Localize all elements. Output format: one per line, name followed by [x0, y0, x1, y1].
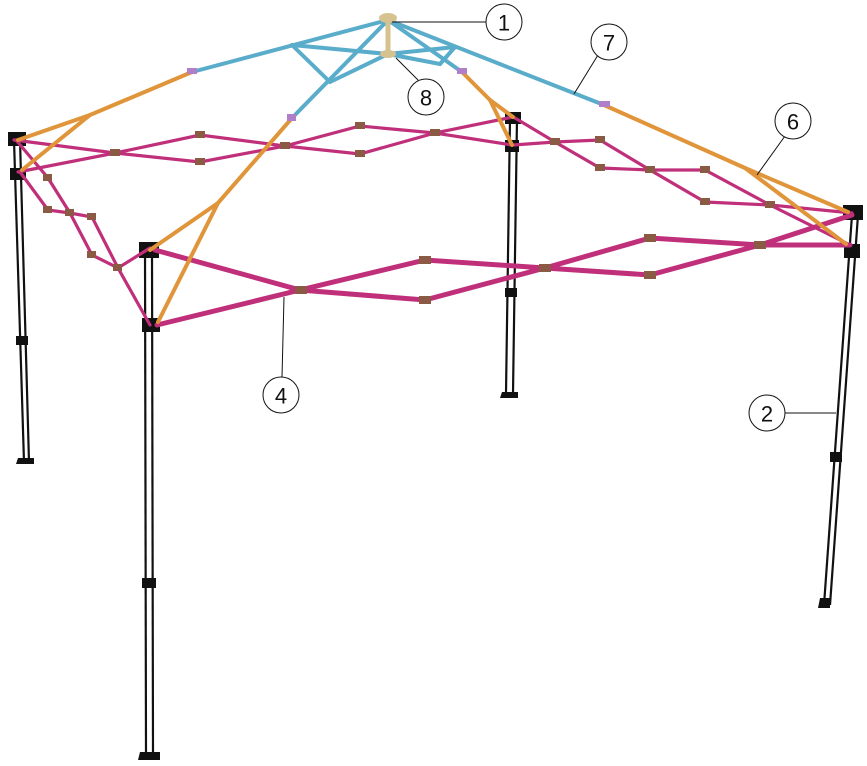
callout-2-label: 2: [761, 402, 773, 427]
truss-left-upper: [14, 138, 152, 271]
leg-front-right: [818, 205, 863, 608]
callout-8: 8: [395, 57, 445, 116]
callout-7-label: 7: [603, 31, 615, 56]
callout-4: 4: [262, 296, 300, 414]
callout-6-label: 6: [787, 110, 799, 135]
hub-bottom: [380, 50, 396, 58]
rib-back-right: [460, 70, 515, 119]
truss-nodes: [43, 122, 775, 304]
truss-front-lower: [154, 242, 853, 328]
ribs: [16, 70, 850, 324]
truss-left-lower: [18, 170, 152, 327]
callout-1-label: 1: [498, 11, 510, 36]
truss-back-lower: [16, 131, 514, 174]
callout-1: 1: [392, 3, 523, 41]
legs: [8, 112, 863, 760]
leg-back-middle: [500, 112, 521, 398]
scissor-trusses: [12, 115, 855, 328]
leg-back-left: [8, 132, 34, 464]
rib-connectors: [187, 68, 610, 121]
callout-2: 2: [748, 394, 836, 432]
callout-7: 7: [573, 23, 628, 95]
hub-top: [379, 13, 397, 23]
center-hub: [379, 13, 397, 58]
callout-8-label: 8: [420, 86, 432, 111]
rib-back-left: [16, 70, 194, 142]
roof-poles: [190, 18, 606, 120]
callout-6: 6: [756, 102, 812, 176]
leg-front-left: [138, 242, 160, 760]
callout-4-label: 4: [275, 384, 287, 409]
